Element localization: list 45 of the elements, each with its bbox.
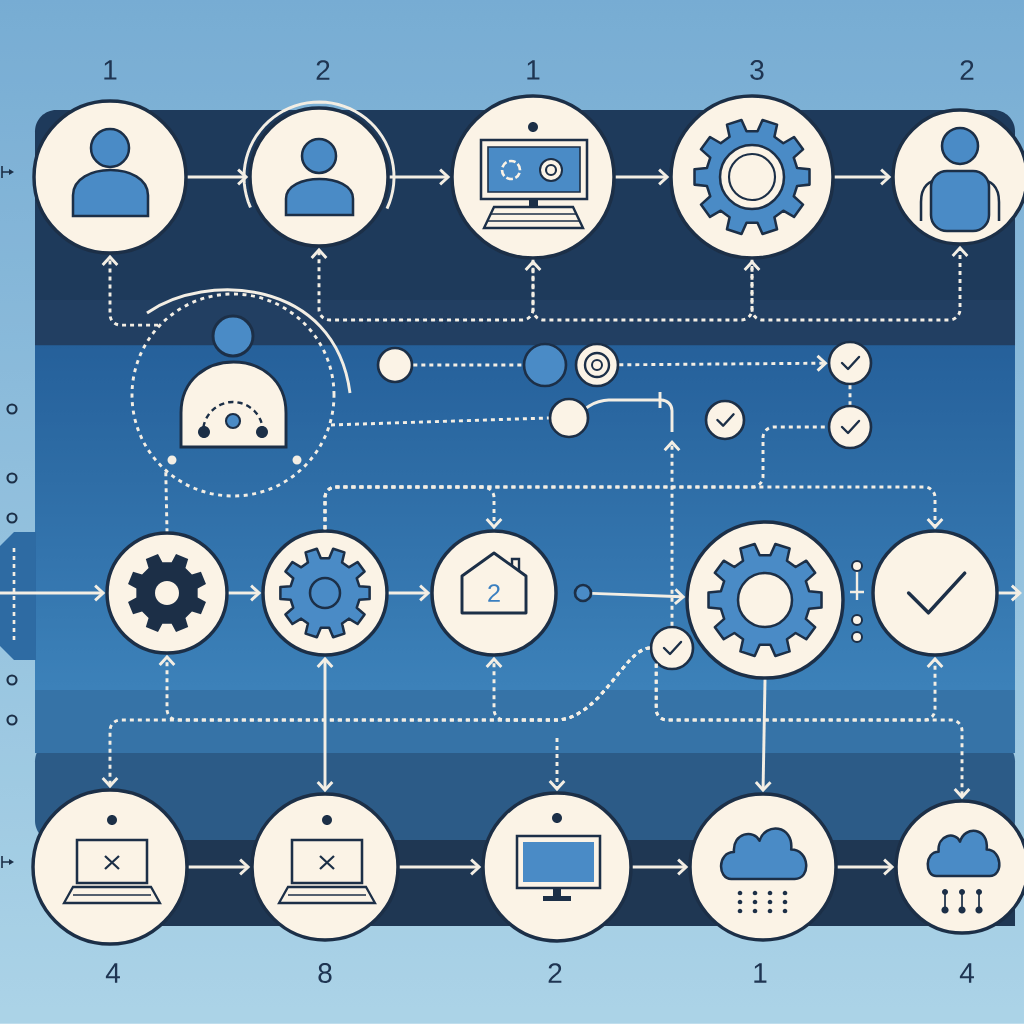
- arrow: [187, 168, 249, 186]
- step-number: 4: [105, 963, 120, 983]
- dotted-double-arrow: [310, 247, 542, 322]
- small-circle: [376, 346, 414, 384]
- arrow: [632, 858, 689, 876]
- arrow: [834, 168, 892, 186]
- connector-line: [585, 398, 674, 432]
- dotted-arrow: [323, 485, 944, 530]
- dotted-arrow: [101, 254, 159, 327]
- small-circle: [704, 399, 746, 441]
- dotted-connector-line: [330, 416, 549, 427]
- arrow: [998, 584, 1022, 602]
- small-circle: [827, 340, 873, 386]
- step-number: 3: [750, 60, 764, 80]
- arrow: [592, 588, 686, 605]
- dotted-connector-line: [164, 472, 169, 532]
- step-circle: [871, 529, 999, 657]
- arrow: [389, 168, 451, 186]
- step-number: 2: [548, 963, 562, 983]
- step-number: 1: [527, 60, 540, 80]
- step-number: 8: [318, 963, 332, 983]
- step-number: 2: [316, 60, 330, 80]
- step-number: 1: [104, 60, 117, 80]
- small-circle: [548, 397, 590, 439]
- dotted-arrow: [750, 245, 969, 322]
- dashed-circle: [130, 292, 336, 498]
- dot-marker: [573, 583, 593, 603]
- small-circle: [649, 625, 695, 671]
- dotted-arrow: [531, 259, 761, 322]
- dotted-arrow: [663, 440, 681, 626]
- dotted-arrow: [619, 354, 828, 372]
- step-number: 1: [754, 963, 767, 983]
- arrow: [188, 858, 251, 876]
- arrow: [615, 168, 670, 186]
- filled-circle: [522, 342, 568, 388]
- arrow: [837, 858, 895, 876]
- arrow: [228, 584, 262, 602]
- arrow: [388, 584, 431, 602]
- step-number: 2: [960, 60, 974, 80]
- small-circle: [574, 342, 620, 388]
- dotted-connector-line: [413, 363, 523, 367]
- dotted-connector-line: [848, 385, 852, 405]
- small-circle: [827, 404, 873, 450]
- step-number: 4: [959, 963, 974, 983]
- arrow: [399, 858, 482, 876]
